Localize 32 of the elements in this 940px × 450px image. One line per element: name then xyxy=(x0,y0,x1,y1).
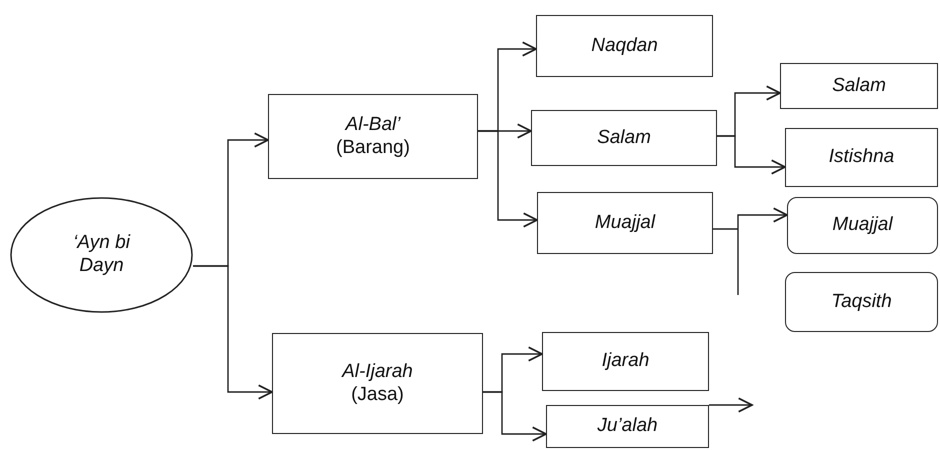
node-title: Taqsith xyxy=(831,290,892,314)
connector-arrow xyxy=(478,130,538,228)
connector-arrow xyxy=(193,265,273,400)
category-box xyxy=(542,332,709,391)
connector-arrow xyxy=(709,397,753,413)
node-title: Muajjal xyxy=(832,214,893,237)
category-box xyxy=(272,333,483,434)
node-subtitle: (Jasa) xyxy=(351,384,404,406)
category-box xyxy=(546,405,709,448)
category-box xyxy=(780,63,938,109)
node-subtitle: (Barang) xyxy=(336,136,410,160)
node-title: Ju’alah xyxy=(597,415,658,438)
oval-node xyxy=(10,197,193,313)
category-box xyxy=(268,94,478,179)
rounded-box xyxy=(785,272,938,332)
node-title: Muajjal xyxy=(594,212,656,234)
node-title: Ijarah xyxy=(602,350,650,373)
connector-arrow xyxy=(712,207,788,296)
node-title: Al-Ijarah xyxy=(342,360,413,384)
node-title: Salam xyxy=(832,74,886,98)
connector-arrow xyxy=(717,135,786,175)
category-box xyxy=(531,110,717,166)
connector-arrow xyxy=(483,391,547,442)
node-title: ‘Ayn bi Dayn xyxy=(72,232,132,278)
node-title: Istishna xyxy=(828,146,894,169)
node-title: Naqdan xyxy=(591,34,658,58)
category-box xyxy=(536,15,713,77)
node-title: Al-Bal’ xyxy=(346,114,400,136)
category-box xyxy=(785,128,938,187)
category-box xyxy=(537,192,713,254)
node-title: Salam xyxy=(597,126,651,150)
rounded-box xyxy=(787,197,938,254)
